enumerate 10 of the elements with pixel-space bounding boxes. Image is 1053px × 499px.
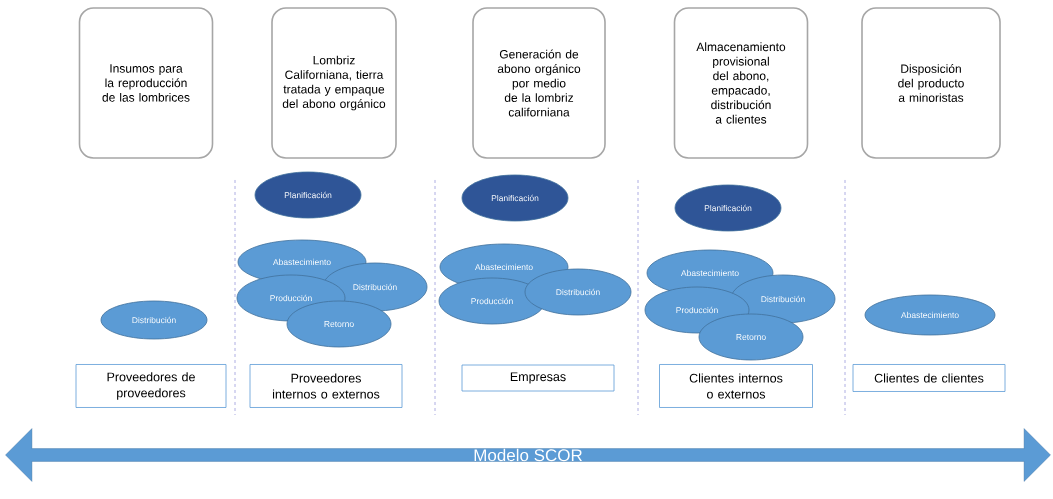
stage-box: Almacenamiento provisional del abono, empacado, distribución a clientes (673, 7, 809, 159)
actor-box: Empresas (461, 364, 615, 392)
stage-box: Lombriz Californiana, tierra tratada y empaque del abono orgánico (271, 7, 397, 159)
actor-box: Proveedores internos o externos (249, 364, 403, 408)
stage-box: Generación de abono orgánico por medio de la lombriz californiana (472, 7, 606, 159)
stage-box: Insumos para la reproducción de las lombrices (78, 7, 214, 159)
actor-box: Clientes de clientes (852, 364, 1006, 392)
stage-box: Disposición del producto a minoristas (861, 7, 1001, 159)
actor-box: Proveedores de proveedores (75, 364, 227, 408)
actor-box: Clientes internos o externos (659, 364, 813, 408)
